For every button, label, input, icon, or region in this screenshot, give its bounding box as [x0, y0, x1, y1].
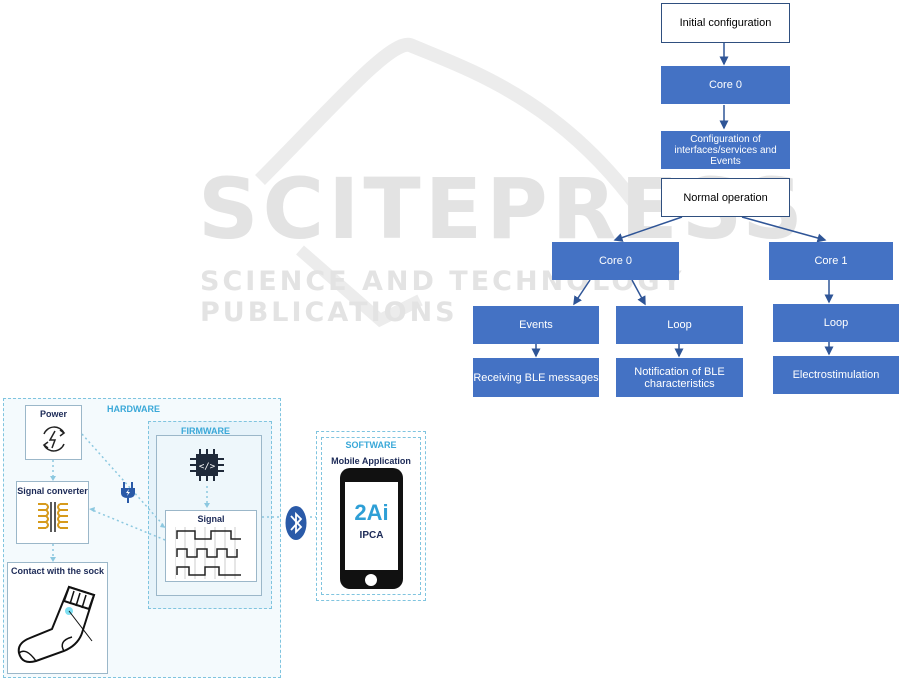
signal-converter-box [16, 481, 89, 544]
transformer-icon [38, 502, 68, 532]
software-inner-panel [321, 437, 421, 595]
core0-top-box: Core 0 [661, 66, 790, 104]
sock-contact-label: Contact with the sock [10, 566, 104, 576]
signal-label: Signal [197, 514, 225, 524]
svg-text:</>: </> [199, 462, 216, 472]
hardware-title: HARDWARE [107, 404, 160, 414]
app-logo-subtext: IPCA [359, 530, 384, 541]
software-title: SOFTWARE [345, 440, 397, 450]
electrostimulation-box: Electrostimulation [773, 356, 899, 394]
square-wave-icon [175, 527, 241, 579]
signal-converter-label: Signal converter [17, 486, 88, 496]
normal-operation-box: Normal operation [661, 178, 790, 217]
phone-screen [345, 482, 398, 570]
initial-configuration-box: Initial configuration [661, 3, 790, 43]
mobile-app-label: Mobile Application [331, 456, 411, 466]
loop-core0-box: Loop [616, 306, 743, 344]
config-interfaces-box: Configuration of interfaces/services and… [661, 131, 790, 169]
signal-box [165, 510, 257, 582]
microcontroller-icon: </> [190, 449, 224, 481]
power-label: Power [39, 409, 67, 419]
phone-home-button [365, 574, 377, 586]
app-logo-text: 2Ai [354, 500, 389, 525]
sock-icon [17, 585, 96, 663]
plug-icon [121, 482, 135, 503]
receiving-ble-box: Receiving BLE messages [473, 358, 599, 397]
notification-ble-box: Notification of BLE characteristics [616, 358, 743, 397]
core1-box: Core 1 [769, 242, 893, 280]
firmware-title: FIRMWARE [181, 426, 230, 436]
power-cycle-icon [42, 426, 66, 452]
bluetooth-icon [285, 506, 307, 540]
loop-core1-box: Loop [773, 304, 899, 342]
watermark-subtitle: SCIENCE AND TECHNOLOGY PUBLICATIONS [200, 266, 685, 328]
core0-box: Core 0 [552, 242, 679, 280]
events-box: Events [473, 306, 599, 344]
